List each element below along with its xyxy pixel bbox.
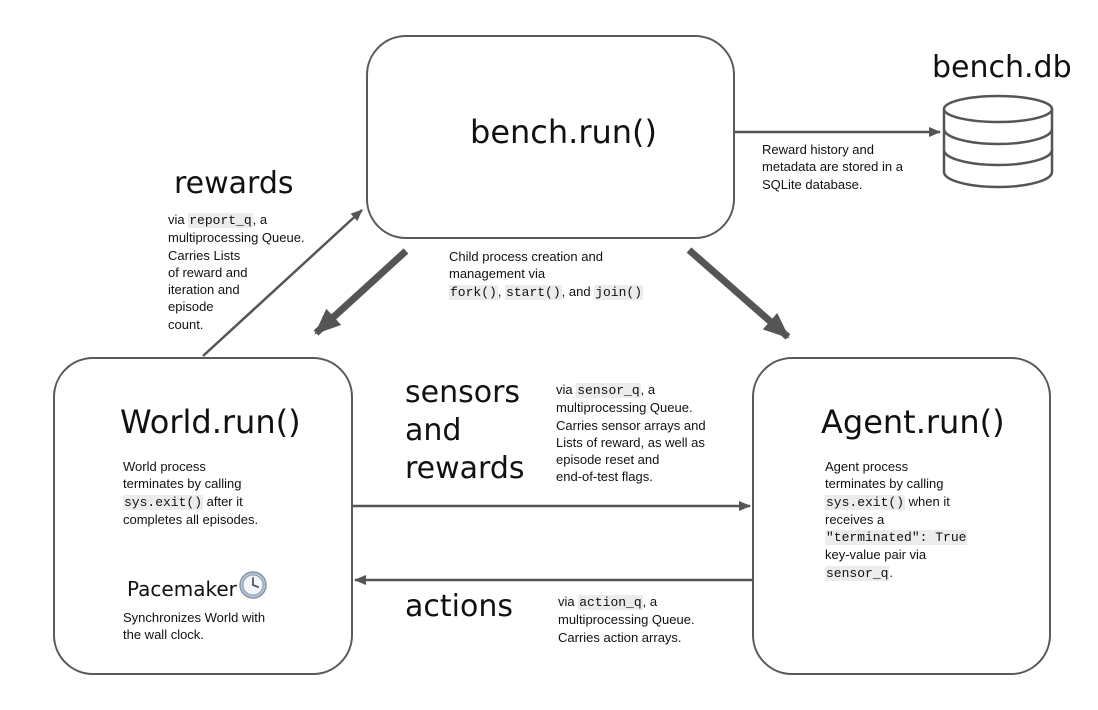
agent-desc-line: receives a (825, 511, 885, 527)
rewards-arrow (202, 209, 363, 357)
rewards-desc-line: of reward and (168, 264, 248, 280)
sensors-label-line-3: rewards (405, 451, 525, 486)
child-note-sep: , and (561, 283, 595, 299)
actions-desc-line: multiprocessing Queue. (558, 612, 695, 628)
child-note-sep: , (497, 283, 506, 299)
world-desc-line: World process (123, 459, 206, 474)
terminated-code: "terminated": True (825, 530, 968, 546)
agent-description: Agent process terminates by calling sys.… (825, 458, 968, 582)
world-desc-line: completes all episodes. (123, 511, 259, 527)
clock-icon (239, 571, 267, 599)
rewards-desc-text: via (168, 212, 189, 227)
sensor-q-code: sensor_q (825, 565, 890, 581)
sensors-label: sensors and rewards (405, 374, 525, 488)
sensors-desc-text: , a (640, 382, 656, 397)
database-note-line: metadata are stored in a (762, 159, 903, 175)
child-note-line: Child process creation and (449, 249, 603, 264)
sys-exit-code: sys.exit() (825, 494, 906, 510)
sensors-desc-line: Lists of reward, as well as (556, 434, 705, 450)
rewards-desc-line: episode (168, 299, 214, 315)
database-icon (942, 94, 1054, 189)
sensor-q-code: sensor_q (576, 383, 641, 398)
sensors-desc-line: multiprocessing Queue. (556, 400, 693, 416)
rewards-desc-line: count. (168, 316, 204, 332)
report-q-code: report_q (188, 213, 253, 228)
sensors-label-line-1: sensors (405, 375, 521, 410)
join-code: join() (594, 284, 643, 300)
sys-exit-code: sys.exit() (123, 494, 204, 510)
spawn-agent-arrow (686, 247, 791, 340)
database-note: Reward history and metadata are stored i… (762, 141, 903, 193)
rewards-description: via report_q, a multiprocessing Queue. C… (168, 211, 305, 333)
agent-title: Agent.run() (821, 403, 1005, 441)
pacemaker-description: Synchronizes World with the wall clock. (123, 609, 265, 644)
sensors-desc-line: Carries sensor arrays and (556, 417, 706, 433)
database-note-line: Reward history and (762, 142, 874, 157)
database-note-line: SQLite database. (762, 176, 863, 192)
rewards-desc-line: Carries Lists (168, 247, 241, 263)
child-note-line: management via (449, 266, 546, 282)
world-description: World process terminates by calling sys.… (123, 458, 258, 528)
spawn-world-arrow (313, 248, 409, 336)
rewards-desc-line: iteration and (168, 282, 240, 298)
sensors-desc-line: episode reset and (556, 452, 660, 468)
rewards-desc-line: multiprocessing Queue. (168, 230, 305, 246)
fork-code: fork() (449, 284, 498, 300)
world-desc-text: after it (203, 493, 243, 509)
pacemaker-desc-line: Synchronizes World with (123, 610, 266, 625)
actions-description: via action_q, a multiprocessing Queue. C… (558, 593, 695, 646)
sensors-desc-line: end-of-test flags. (556, 469, 653, 485)
bench-title: bench.run() (470, 113, 658, 151)
agent-desc-line: terminates by calling (825, 476, 944, 492)
bench-node (366, 35, 735, 239)
actions-desc-line: Carries action arrays. (558, 629, 682, 645)
world-desc-line: terminates by calling (123, 476, 242, 492)
pacemaker-desc-line: the wall clock. (123, 627, 204, 643)
action-q-code: action_q (578, 595, 643, 610)
database-label: bench.db (932, 50, 1072, 85)
agent-desc-text: . (889, 564, 894, 580)
rewards-desc-text: , a (252, 212, 268, 227)
sensors-label-line-2: and (405, 413, 462, 448)
start-code: start() (505, 284, 562, 300)
agent-desc-line: Agent process (825, 459, 909, 474)
child-process-note: Child process creation and management vi… (449, 248, 643, 301)
actions-desc-text: , a (642, 594, 658, 609)
sensors-desc-text: via (556, 382, 577, 397)
rewards-label: rewards (174, 166, 294, 201)
actions-label: actions (405, 589, 513, 624)
agent-node (752, 357, 1051, 675)
world-node (53, 357, 353, 675)
agent-desc-text: when it (905, 493, 950, 509)
pacemaker-label: Pacemaker (127, 577, 237, 601)
sensors-description: via sensor_q, a multiprocessing Queue. C… (556, 381, 706, 486)
actions-desc-text: via (558, 594, 579, 609)
world-title: World.run() (120, 403, 301, 441)
agent-desc-line: key-value pair via (825, 547, 927, 563)
